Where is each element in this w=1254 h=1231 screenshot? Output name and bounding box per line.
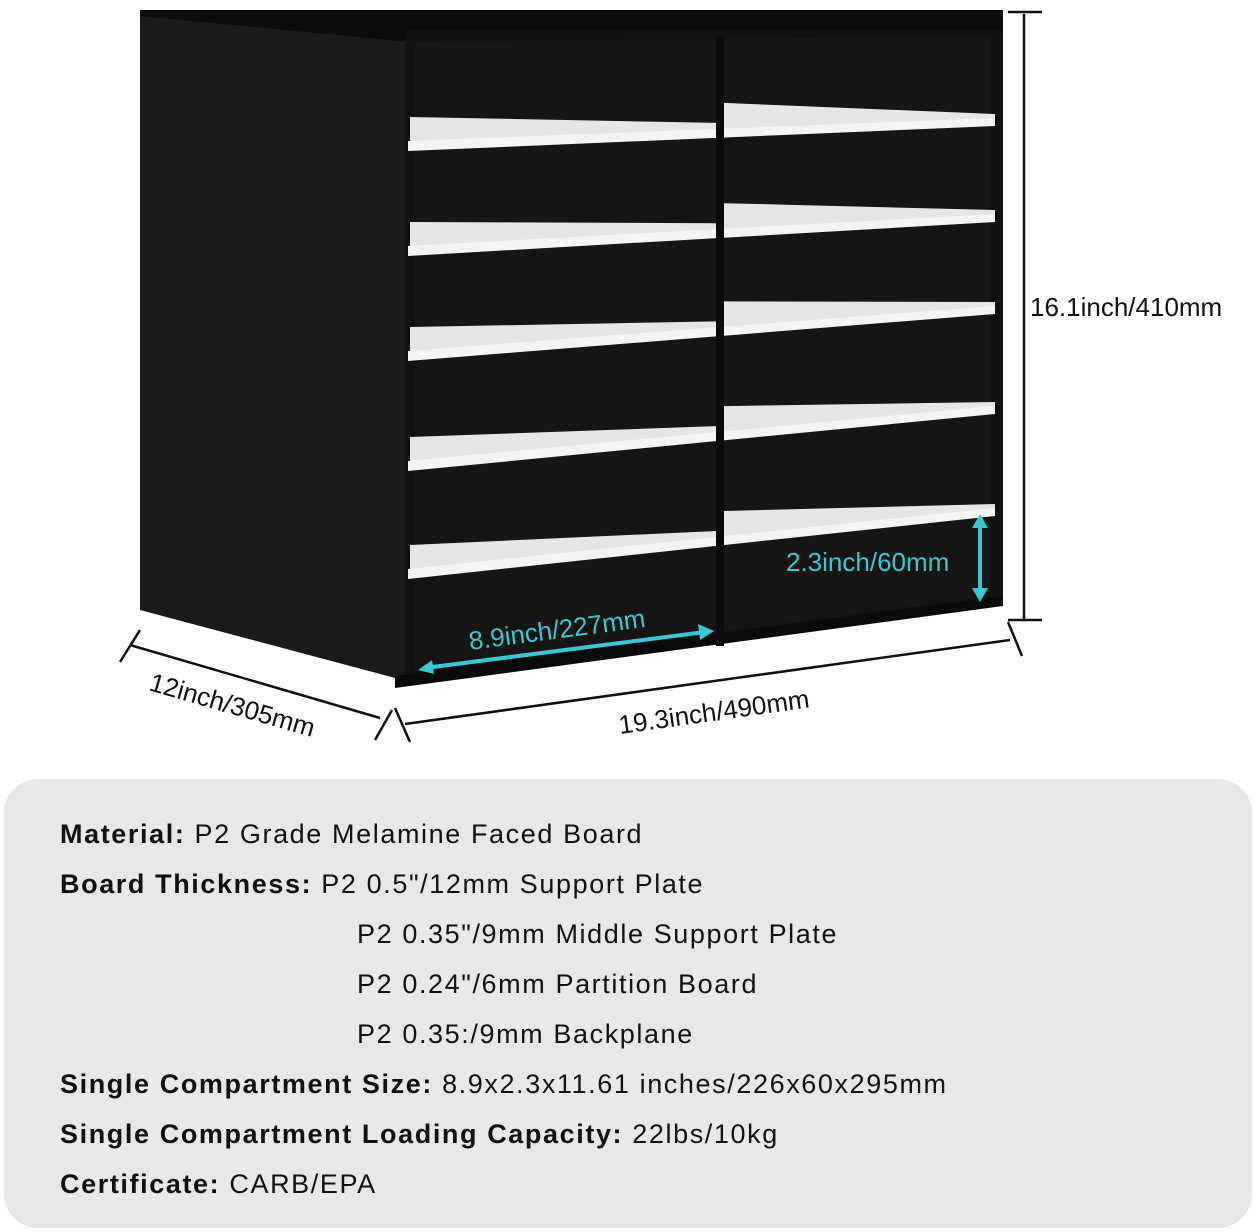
spec-label: Certificate: bbox=[60, 1169, 221, 1199]
shelf-surface bbox=[724, 203, 995, 232]
spec-label: Material: bbox=[60, 819, 186, 849]
spec-value: P2 Grade Melamine Faced Board bbox=[194, 819, 644, 849]
middle-divider bbox=[716, 36, 724, 646]
spec-label: Board Thickness: bbox=[60, 869, 313, 899]
shelf-front-edge bbox=[408, 406, 995, 471]
cabinet-side-panel bbox=[140, 14, 410, 682]
shelf-front-edge bbox=[408, 508, 995, 579]
spec-value: 22lbs/10kg bbox=[632, 1119, 779, 1149]
spec-label: Single Compartment Loading Capacity: bbox=[60, 1119, 624, 1149]
spec-value: 8.9x2.3x11.61 inches/226x60x295mm bbox=[442, 1069, 948, 1099]
spec-thickness-line: P2 0.24"/6mm Partition Board bbox=[357, 969, 759, 999]
cabinet bbox=[140, 10, 1003, 688]
shelf-front-edge bbox=[408, 306, 995, 361]
shelf-surface bbox=[410, 222, 716, 248]
product-illustration: 16.1inch/410mm 12inch/305mm 19.3inch/490… bbox=[118, 10, 1222, 743]
spec-material: Material: P2 Grade Melamine Faced Board bbox=[60, 819, 643, 850]
shelf-surface bbox=[410, 117, 716, 143]
compartment-height-label: 2.3inch/60mm bbox=[786, 547, 949, 577]
spec-thickness: Board Thickness: P2 0.5"/12mm Support Pl… bbox=[60, 869, 704, 900]
spec-thickness-line: P2 0.35:/9mm Backplane bbox=[357, 1019, 694, 1049]
shelf-surface bbox=[724, 102, 995, 131]
spec-panel: Material: P2 Grade Melamine Faced Board … bbox=[4, 779, 1252, 1228]
spec-size: Single Compartment Size: 8.9x2.3x11.61 i… bbox=[60, 1069, 948, 1100]
spec-label: Single Compartment Size: bbox=[60, 1069, 433, 1099]
spec-value: P2 0.5"/12mm Support Plate bbox=[321, 869, 705, 899]
spec-thickness-line: P2 0.35"/9mm Middle Support Plate bbox=[357, 919, 839, 949]
height-label: 16.1inch/410mm bbox=[1030, 292, 1222, 322]
shelf-front-edge bbox=[408, 118, 995, 151]
accent-dimension-lines bbox=[418, 514, 988, 674]
width-label: 19.3inch/490mm bbox=[617, 683, 812, 739]
cabinet-bottom bbox=[395, 596, 1003, 688]
depth-label: 12inch/305mm bbox=[146, 667, 318, 743]
spec-capacity: Single Compartment Loading Capacity: 22l… bbox=[60, 1119, 779, 1150]
spec-value: CARB/EPA bbox=[229, 1169, 377, 1199]
dimension-lines bbox=[118, 10, 1042, 743]
shelf-front-edge bbox=[408, 214, 995, 256]
spec-certificate: Certificate: CARB/EPA bbox=[60, 1169, 377, 1200]
